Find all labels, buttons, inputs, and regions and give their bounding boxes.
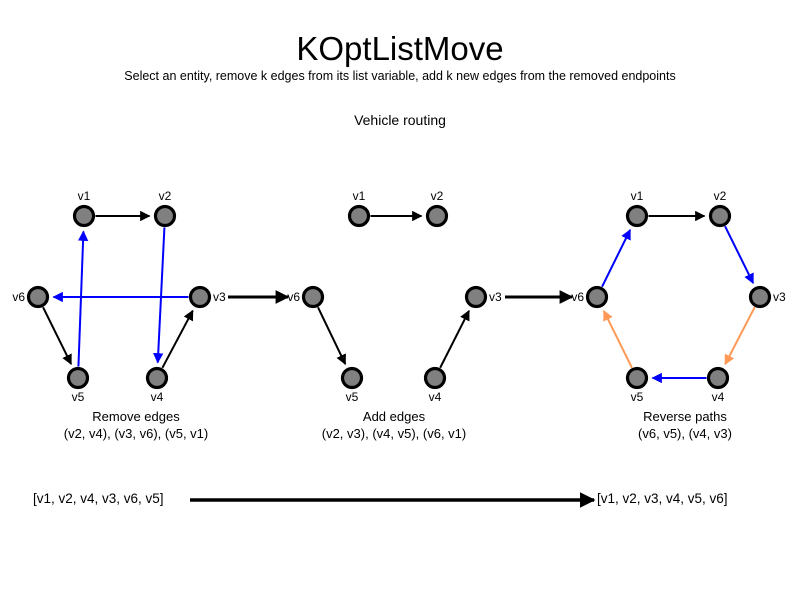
- edge-reverse-v2-v3: [724, 225, 755, 285]
- node-circle: [145, 366, 169, 390]
- list-after-label: [v1, v2, v3, v4, v5, v6]: [597, 491, 728, 506]
- node-label-v5: v5: [346, 390, 359, 404]
- node-circle: [423, 366, 447, 390]
- edge-remove-v2-v4: [153, 227, 166, 364]
- caption-line-2: (v2, v4), (v3, v6), (v5, v1): [63, 426, 209, 441]
- node-remove-v2[interactable]: v2: [153, 189, 177, 228]
- node-label-v4: v4: [712, 390, 725, 404]
- node-circle: [706, 366, 730, 390]
- node-label-v2: v2: [159, 189, 172, 203]
- node-add-v3[interactable]: v3: [464, 285, 503, 309]
- node-circle: [153, 204, 177, 228]
- node-circle: [26, 285, 50, 309]
- node-label-v6: v6: [12, 290, 25, 304]
- edge-remove-v6-v5: [42, 306, 73, 366]
- node-reverse-v6[interactable]: v6: [571, 285, 609, 309]
- caption-line-1: Reverse paths: [643, 409, 727, 424]
- node-label-v3: v3: [489, 290, 502, 304]
- node-remove-v4[interactable]: v4: [145, 366, 169, 405]
- panel-caption-remove: Remove edges (v2, v4), (v3, v6), (v5, v1): [0, 408, 316, 442]
- node-add-v5[interactable]: v5: [340, 366, 364, 405]
- edge-reverse-v3-v4: [724, 306, 756, 366]
- node-label-v2: v2: [431, 189, 444, 203]
- node-label-v4: v4: [151, 390, 164, 404]
- node-label-v1: v1: [353, 189, 366, 203]
- node-label-v6: v6: [287, 290, 300, 304]
- edges-group: [42, 210, 756, 384]
- node-reverse-v3[interactable]: v3: [748, 285, 787, 309]
- node-label-v2: v2: [714, 189, 727, 203]
- node-circle: [72, 204, 96, 228]
- node-circle: [425, 204, 449, 228]
- node-circle: [585, 285, 609, 309]
- node-circle: [625, 366, 649, 390]
- node-remove-v3[interactable]: v3: [188, 285, 227, 309]
- node-circle: [625, 204, 649, 228]
- node-add-v1[interactable]: v1: [347, 189, 371, 228]
- node-add-v4[interactable]: v4: [423, 366, 447, 405]
- page-title: KOptListMove: [296, 30, 504, 67]
- list-before-label: [v1, v2, v4, v3, v6, v5]: [33, 491, 164, 506]
- node-label-v3: v3: [773, 290, 786, 304]
- node-remove-v1[interactable]: v1: [72, 189, 96, 228]
- node-add-v6[interactable]: v6: [287, 285, 325, 309]
- page-subtitle: Select an entity, remove k edges from it…: [124, 69, 676, 83]
- edge-reverse-v6-v1: [601, 228, 632, 288]
- caption-line-1: Add edges: [362, 409, 426, 424]
- node-remove-v6[interactable]: v6: [12, 285, 50, 309]
- node-circle: [301, 285, 325, 309]
- edge-reverse-v5-v6: [602, 309, 633, 369]
- node-reverse-v1[interactable]: v1: [625, 189, 649, 228]
- node-circle: [464, 285, 488, 309]
- node-label-v1: v1: [78, 189, 91, 203]
- node-circle: [66, 366, 90, 390]
- caption-line-1: Remove edges: [92, 409, 180, 424]
- node-label-v1: v1: [631, 189, 644, 203]
- panel-caption-reverse: Reverse paths (v6, v5), (v4, v3): [505, 408, 800, 442]
- node-label-v5: v5: [631, 390, 644, 404]
- node-label-v3: v3: [213, 290, 226, 304]
- node-circle: [347, 204, 371, 228]
- section-title: Vehicle routing: [354, 112, 446, 128]
- edge-remove-v4-v3: [161, 309, 194, 369]
- node-label-v5: v5: [72, 390, 85, 404]
- node-label-v4: v4: [429, 390, 442, 404]
- node-circle: [340, 366, 364, 390]
- node-reverse-v2[interactable]: v2: [708, 189, 732, 228]
- edge-add-v6-v5: [317, 306, 347, 365]
- node-reverse-v4[interactable]: v4: [706, 366, 730, 405]
- panel-caption-add: Add edges (v2, v3), (v4, v5), (v6, v1): [214, 408, 574, 442]
- node-label-v6: v6: [571, 290, 584, 304]
- node-add-v2[interactable]: v2: [425, 189, 449, 228]
- node-circle: [748, 285, 772, 309]
- node-remove-v5[interactable]: v5: [66, 366, 90, 405]
- nodes-group: v1 v2 v3 v4 v5 v6 v1 v2 v3 v4 v5 v6 v1 v2 v3 v4 v5 v6: [12, 189, 786, 404]
- node-circle: [188, 285, 212, 309]
- edge-remove-v5-v1: [77, 230, 89, 367]
- node-circle: [708, 204, 732, 228]
- edge-add-v4-v3: [439, 309, 470, 369]
- caption-line-2: (v6, v5), (v4, v3): [638, 426, 732, 441]
- caption-line-2: (v2, v3), (v4, v5), (v6, v1): [321, 426, 467, 441]
- node-reverse-v5[interactable]: v5: [625, 366, 649, 405]
